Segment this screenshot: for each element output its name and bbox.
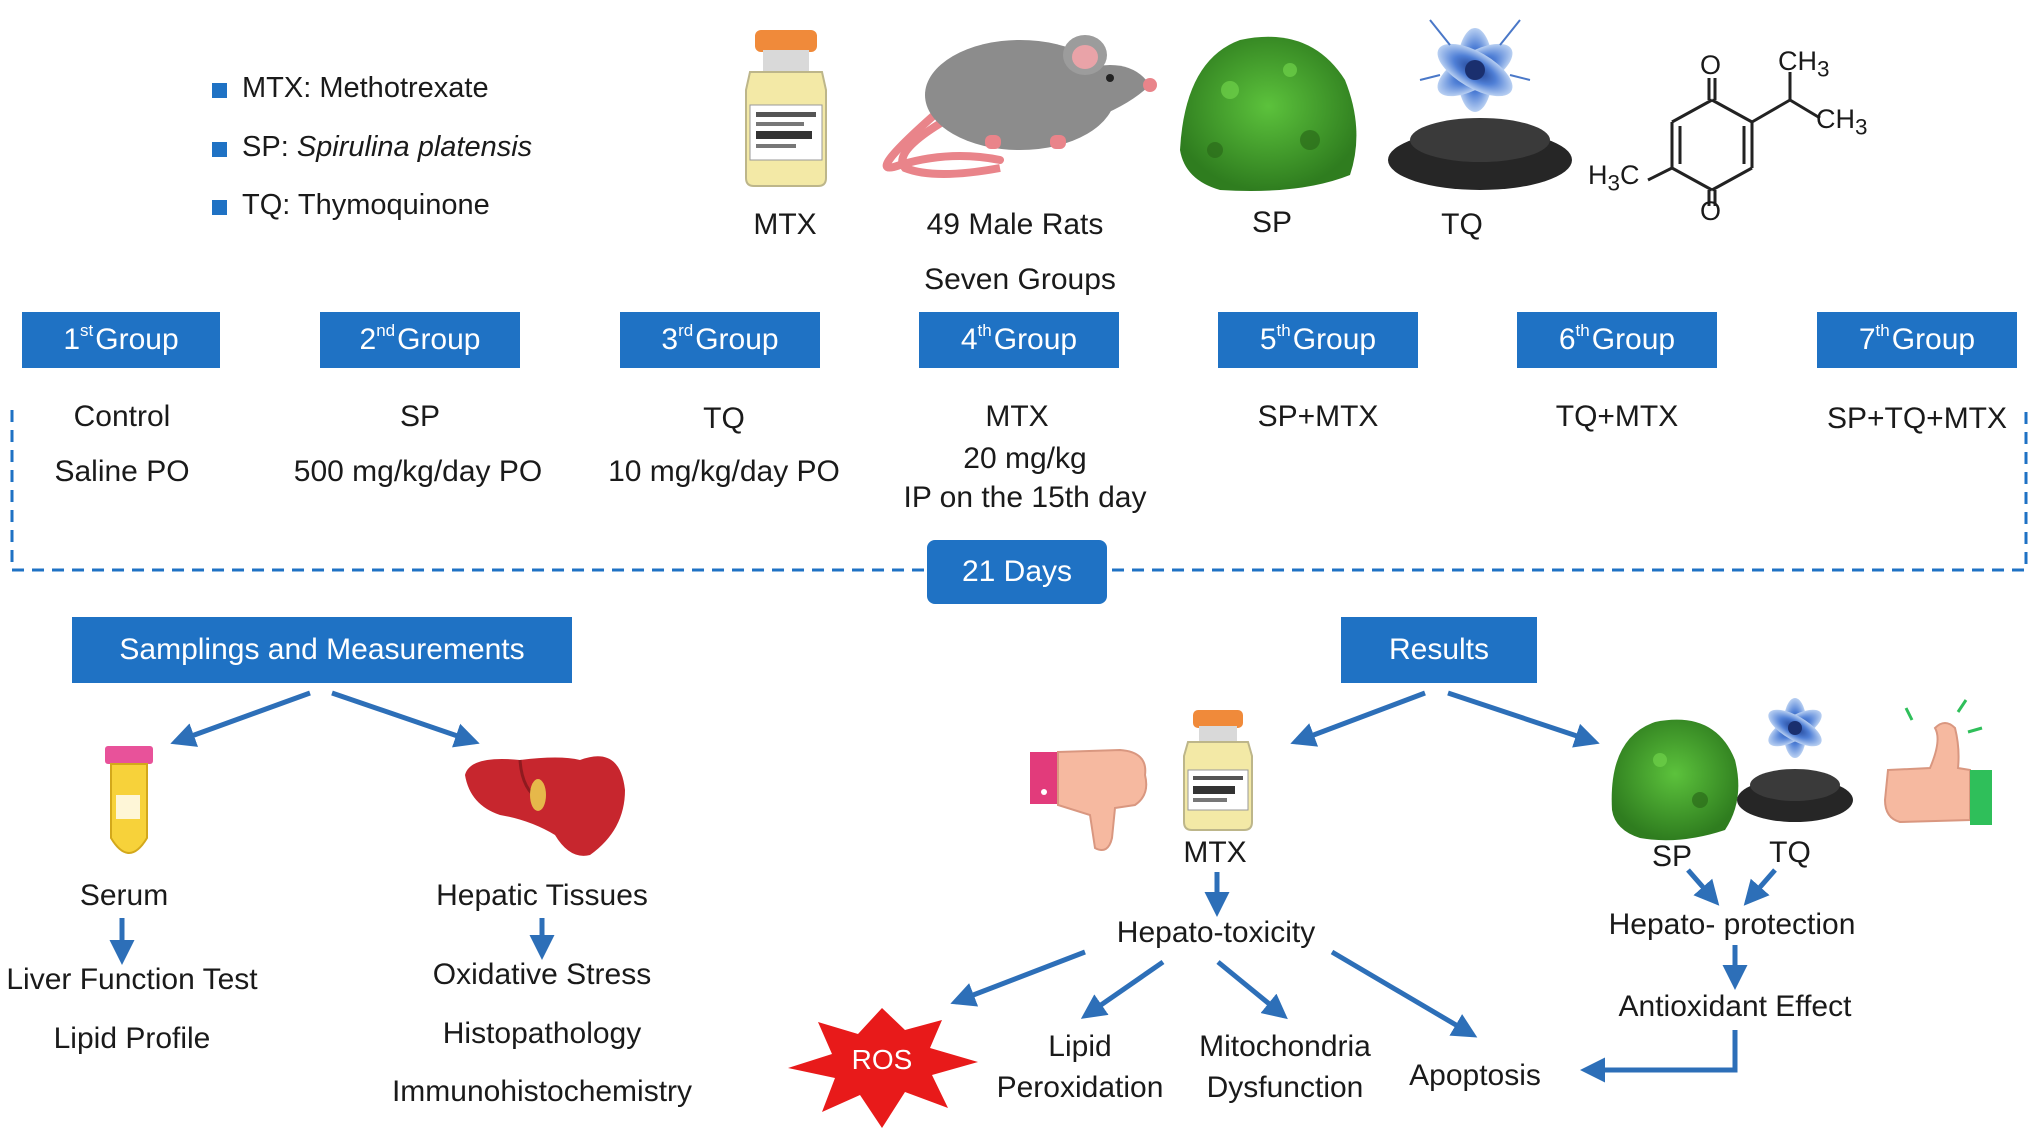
label-seven-groups: Seven Groups	[924, 263, 1116, 296]
apoptosis-label: Apoptosis	[1409, 1059, 1541, 1092]
serum-tube-icon	[105, 746, 153, 854]
group-6-treatment: TQ+MTX	[1555, 400, 1679, 433]
sampling-arrows	[109, 690, 555, 965]
group-4-treatment: MTX	[985, 400, 1049, 433]
hepatic-item-histopathology: Histopathology	[442, 1017, 642, 1050]
hepatic-item-oxidative-stress: Oxidative Stress	[432, 958, 652, 991]
thumbs-down-icon	[1030, 748, 1148, 851]
thumbs-up-icon	[1883, 699, 1992, 825]
group-3-dose: 10 mg/kg/day PO	[608, 455, 840, 488]
group-1-route: Saline PO	[54, 455, 190, 488]
mitochondria-line2: Dysfunction	[1206, 1071, 1364, 1104]
legend-item-mtx: MTX: Methotrexate	[242, 72, 489, 104]
group-4-dose: 20 mg/kg	[963, 442, 1087, 475]
legend-bullet	[212, 200, 227, 215]
legend-item-sp: SP: Spirulina platensis	[242, 131, 533, 163]
results-header: Results	[1341, 617, 1537, 683]
rat-icon	[882, 35, 1157, 178]
hepatoprotection-label: Hepato- protection	[1608, 908, 1856, 941]
hepatotoxicity-label: Hepato-toxicity	[1116, 916, 1316, 949]
antioxidant-effect-label: Antioxidant Effect	[1618, 990, 1852, 1023]
antioxidant-return-arrow	[1580, 1030, 1738, 1083]
serum-item-liver-function: Liver Function Test	[6, 963, 258, 996]
legend-bullet	[212, 142, 227, 157]
group-2-dose: 500 mg/kg/day PO	[293, 455, 543, 488]
group-3-treatment: TQ	[703, 402, 745, 435]
mitochondria-line1: Mitochondria	[1199, 1030, 1371, 1063]
legend-item-tq: TQ: Thymoquinone	[242, 189, 490, 221]
legend-bullet	[212, 83, 227, 98]
hepatic-item-immunohistochemistry: Immunohistochemistry	[391, 1075, 693, 1108]
spirulina-powder-icon	[1180, 36, 1357, 192]
hepatic-label: Hepatic Tissues	[436, 879, 648, 912]
chem-h3c: H3C	[1588, 160, 1640, 196]
label-tq: TQ	[1441, 208, 1483, 241]
liver-icon	[465, 756, 625, 856]
chem-ch3-b: CH3	[1816, 104, 1868, 140]
group-5-treatment: SP+MTX	[1257, 400, 1379, 433]
lipid-peroxidation-line1: Lipid	[1048, 1030, 1112, 1063]
results-mtx-label: MTX	[1183, 836, 1247, 869]
lipid-peroxidation-line2: Peroxidation	[996, 1071, 1164, 1104]
serum-item-lipid-profile: Lipid Profile	[53, 1022, 211, 1055]
duration-badge: 21 Days	[927, 540, 1107, 604]
label-sp: SP	[1251, 206, 1293, 239]
mtx-vial-results-icon	[1183, 710, 1253, 831]
results-tq-label: TQ	[1769, 836, 1811, 869]
label-mtx: MTX	[753, 208, 817, 241]
chem-ch3-a: CH3	[1778, 46, 1830, 82]
group-2-treatment: SP	[399, 400, 441, 433]
nigella-flower-icon	[1388, 19, 1572, 190]
group-7-treatment: SP+TQ+MTX	[1826, 402, 2008, 435]
ros-burst	[788, 1008, 978, 1128]
results-sp-label: SP	[1651, 840, 1693, 873]
group-1-treatment: Control	[73, 400, 171, 433]
chem-o-top: O	[1700, 50, 1722, 80]
results-arrows	[950, 690, 1777, 1038]
spirulina-powder-results-icon	[1611, 719, 1739, 841]
serum-label: Serum	[79, 879, 169, 912]
group-4-route: IP on the 15th day	[903, 481, 1147, 514]
label-rats: 49 Male Rats	[926, 208, 1104, 241]
chem-o-bottom: O	[1700, 196, 1722, 226]
thymoquinone-structure	[1647, 72, 1821, 206]
sampling-header: Samplings and Measurements	[72, 617, 572, 683]
ros-label: ROS	[851, 1044, 913, 1075]
mtx-vial-icon	[745, 30, 827, 187]
nigella-results-icon	[1737, 698, 1853, 822]
